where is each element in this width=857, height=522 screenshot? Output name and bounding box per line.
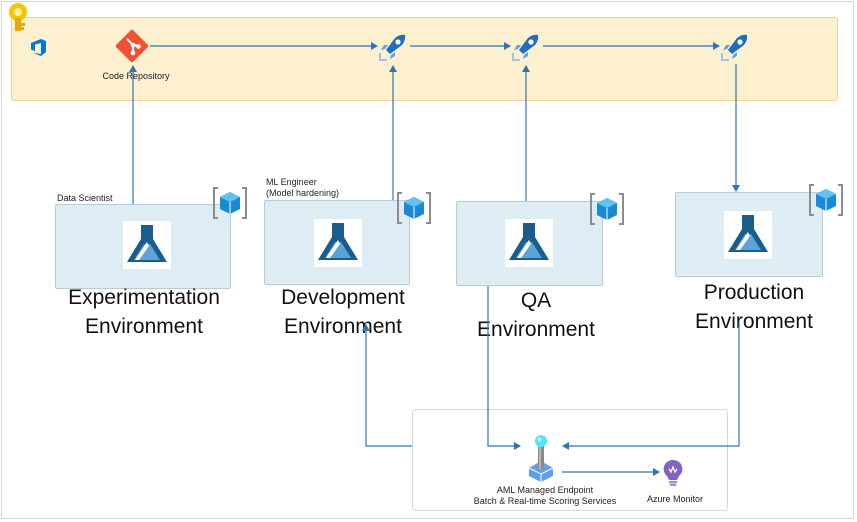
azure-ml-icon-experimentation <box>123 221 171 269</box>
qa-title-line2: Environment <box>477 318 595 341</box>
production-environment-box <box>675 192 823 277</box>
endpoint-label-line1: AML Managed Endpoint <box>496 485 594 495</box>
pipeline-icon-3 <box>721 34 748 61</box>
git-repo-icon <box>115 29 149 63</box>
azure-ml-icon-development <box>314 219 362 267</box>
container-icon-experimentation <box>213 187 247 219</box>
data-scientist-label: Data Scientist <box>57 193 113 203</box>
development-title-line1: Development <box>281 286 405 309</box>
pipeline-icon-1 <box>379 34 406 61</box>
arrow-endpoint-to-development <box>362 324 412 447</box>
pipeline-band <box>11 17 838 101</box>
experimentation-title-line2: Environment <box>85 315 203 338</box>
container-icon-development <box>397 192 431 224</box>
production-title-line1: Production <box>703 281 805 304</box>
arrow-production-to-endpoint <box>562 322 740 450</box>
production-title-line2: Environment <box>695 310 813 333</box>
code-repository-label: Code Repository <box>102 71 170 81</box>
endpoint-box <box>412 409 728 511</box>
container-icon-production <box>809 184 843 216</box>
development-title-line2: Environment <box>284 315 402 338</box>
azure-monitor-label: Azure Monitor <box>646 494 704 504</box>
azure-ml-icon-qa <box>505 219 553 267</box>
container-icon-qa <box>590 193 624 225</box>
endpoint-label-line2: Batch & Real-time Scoring Services <box>473 496 617 506</box>
arrow-qa-to-endpoint <box>487 286 521 450</box>
qa-title-line1: QA <box>520 289 552 312</box>
key-vault-icon <box>9 3 27 31</box>
azure-monitor-icon <box>663 459 683 486</box>
pipeline-icon-2 <box>512 34 539 61</box>
ml-engineer-label: ML Engineer (Model hardening) <box>266 177 340 198</box>
azure-ml-icon-production <box>724 211 772 259</box>
azure-devops-icon <box>31 39 46 56</box>
managed-endpoint-icon <box>528 435 554 482</box>
experimentation-title-line1: Experimentation <box>68 286 220 309</box>
